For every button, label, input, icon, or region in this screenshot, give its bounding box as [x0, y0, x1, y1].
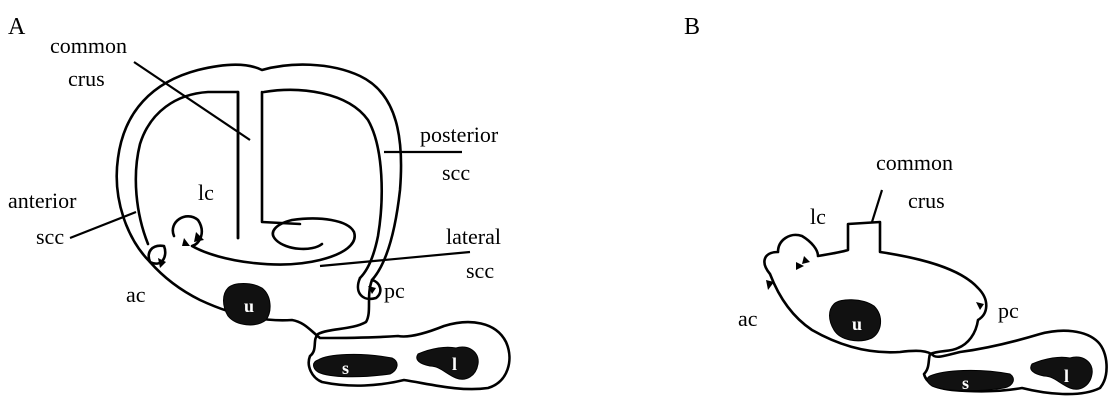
- panel-b-lc-label: lc: [810, 204, 826, 229]
- panel-a-posterior-label-1: posterior: [420, 122, 499, 147]
- panel-a-anterior-label-2: scc: [36, 224, 64, 249]
- panel-a-common-crus-label-2: crus: [68, 66, 105, 91]
- panel-a-u-label: u: [244, 296, 254, 316]
- panel-b-lagena: [1031, 357, 1092, 389]
- panel-b-u-label: u: [852, 314, 862, 334]
- panel-a-lateral-label-2: scc: [466, 258, 494, 283]
- panel-a-anterior-label-1: anterior: [8, 188, 77, 213]
- panel-b-pc-marker: [976, 302, 984, 310]
- panel-a-lc-label: lc: [198, 180, 214, 205]
- panel-a-l-label: l: [452, 354, 457, 374]
- panel-a-letter: A: [8, 14, 26, 40]
- panel-b: B u s l common crus lc ac pc: [684, 14, 1107, 394]
- panel-a-posterior-label-2: scc: [442, 160, 470, 185]
- panel-a-lagena: [417, 347, 478, 379]
- panel-b-lc-marker-2: [802, 256, 810, 264]
- panel-b-common-crus-label-2: crus: [908, 188, 945, 213]
- panel-b-s-label: s: [962, 373, 969, 393]
- panel-b-pc-label: pc: [998, 298, 1019, 323]
- panel-b-common-crus-label-1: common: [876, 150, 953, 175]
- panel-a-lc-marker-2: [182, 238, 190, 246]
- panel-a-pc-label: pc: [384, 278, 405, 303]
- panel-a-ac-label: ac: [126, 282, 146, 307]
- panel-a-lateral-label-1: lateral: [446, 224, 501, 249]
- panel-a-common-crus: [238, 92, 300, 238]
- panel-b-common-crus-leader: [872, 190, 882, 222]
- panel-a-common-crus-label-1: common: [50, 33, 127, 58]
- panel-a-common-crus-leader: [134, 62, 250, 140]
- panel-a-lateral-leader: [320, 252, 470, 266]
- panel-b-saccule: [927, 370, 1013, 390]
- panel-b-l-label: l: [1064, 366, 1069, 386]
- panel-a-saccule: [314, 354, 398, 376]
- panel-b-ac-label: ac: [738, 306, 758, 331]
- panel-b-letter: B: [684, 14, 700, 40]
- panel-a: A u s l common crus posterior scc: [8, 14, 509, 389]
- panel-a-s-label: s: [342, 358, 349, 378]
